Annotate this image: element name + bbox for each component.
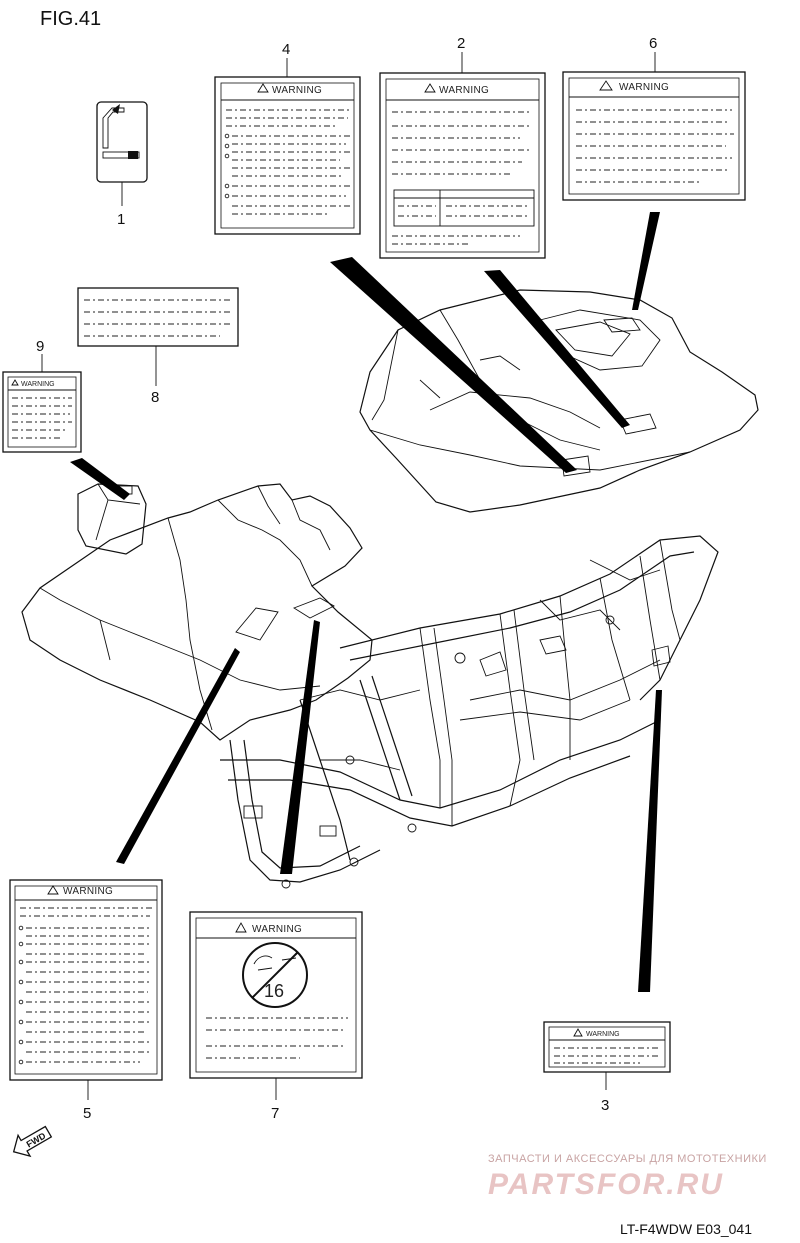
front-fender: [21, 483, 373, 741]
label-5-warning: WARNING: [9, 879, 163, 1081]
label-9-warning-header: WARNING: [21, 381, 55, 388]
label-2-warning-header: WARNING: [439, 85, 489, 96]
callout-7: 7: [271, 1105, 279, 1122]
label-3-warning-header: WARNING: [586, 1031, 620, 1038]
leader-label-3: [638, 690, 662, 992]
callout-2: 2: [457, 35, 465, 52]
leader-label-5: [116, 648, 240, 864]
figure-title: FIG.41: [40, 8, 101, 30]
label-1-shift-pattern: [96, 101, 148, 183]
watermark-brand: PARTSFOR.RU: [488, 1168, 724, 1201]
leader-label-2: [484, 270, 630, 428]
label-6-warning: WARNING: [562, 71, 746, 201]
callout-4: 4: [282, 41, 290, 58]
fwd-direction-arrow: FWD: [12, 1125, 53, 1158]
callout-6: 6: [649, 35, 657, 52]
watermark-tagline: ЗАПЧАСТИ И АКСЕССУАРЫ ДЛЯ МОТОТЕХНИКИ: [488, 1153, 767, 1165]
label-7-warning-header: WARNING: [252, 924, 302, 935]
callout-5: 5: [83, 1105, 91, 1122]
label-6-warning-header: WARNING: [619, 82, 669, 93]
leader-label-6: [632, 212, 660, 310]
label-4-warning: WARNING: [214, 76, 361, 235]
label-7-warning-age: WARNING 16: [189, 911, 363, 1079]
label-3-warning: WARNING: [543, 1021, 671, 1073]
label-5-warning-header: WARNING: [63, 886, 113, 897]
callout-1: 1: [117, 211, 125, 228]
no-under-16-number: 16: [264, 981, 284, 1001]
callout-8: 8: [151, 389, 159, 406]
callout-9: 9: [36, 338, 44, 355]
figure-code: LT-F4WDW E03_041: [620, 1221, 752, 1237]
rear-fender: [359, 289, 759, 513]
leader-label-9: [70, 458, 130, 500]
label-4-warning-header: WARNING: [272, 85, 322, 96]
leader-label-4: [330, 257, 577, 473]
label-2-warning: WARNING: [379, 72, 546, 259]
no-under-16-symbol: 16: [242, 942, 308, 1008]
callout-3: 3: [601, 1097, 609, 1114]
leader-label-7: [280, 620, 320, 874]
label-9-warning: WARNING: [2, 371, 82, 453]
label-8-strip: [77, 287, 239, 347]
